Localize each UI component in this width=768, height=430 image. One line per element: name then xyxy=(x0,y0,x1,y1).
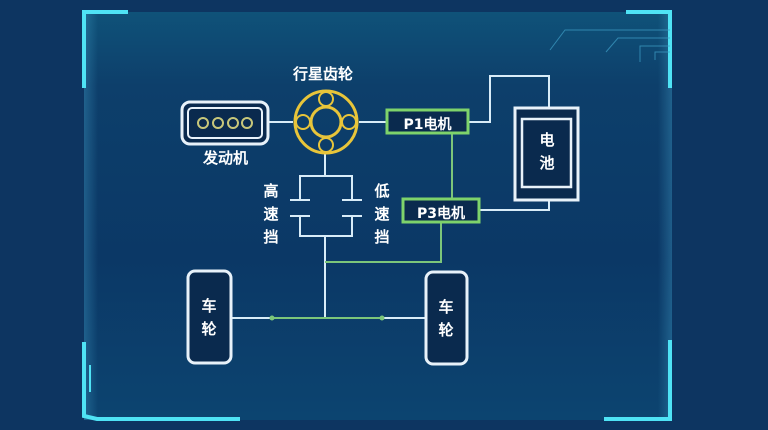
frame-corners xyxy=(82,10,672,421)
low-gear-label: 低 速 挡 xyxy=(374,182,390,246)
wheel-left-label: 车 轮 xyxy=(201,297,217,338)
planetary-gear-icon xyxy=(293,89,359,155)
battery-label: 电 池 xyxy=(539,131,555,172)
engine-block xyxy=(180,100,270,146)
engine-label: 发动机 xyxy=(203,149,249,167)
connector-lines-white xyxy=(232,75,550,319)
wheel-left-box xyxy=(186,269,233,365)
high-gear-label: 高 速 挡 xyxy=(263,182,279,246)
wheel-right-label: 车 轮 xyxy=(438,298,454,339)
wheel-right-box xyxy=(424,270,469,366)
diagram-panel xyxy=(84,12,672,420)
p3-motor-box xyxy=(401,197,481,224)
battery-block xyxy=(513,106,580,202)
p3-motor-label: P3电机 xyxy=(416,206,465,222)
planetary-gear-label: 行星齿轮 xyxy=(293,65,354,83)
panel-glow-right xyxy=(658,12,672,420)
connector-lines-green xyxy=(272,133,453,319)
p1-motor-label: P1电机 xyxy=(403,117,452,133)
circuit-decoration xyxy=(549,29,670,62)
engine-cylinders-icon xyxy=(197,117,253,129)
p1-motor-box xyxy=(385,108,470,135)
panel-glow-left xyxy=(84,12,98,420)
